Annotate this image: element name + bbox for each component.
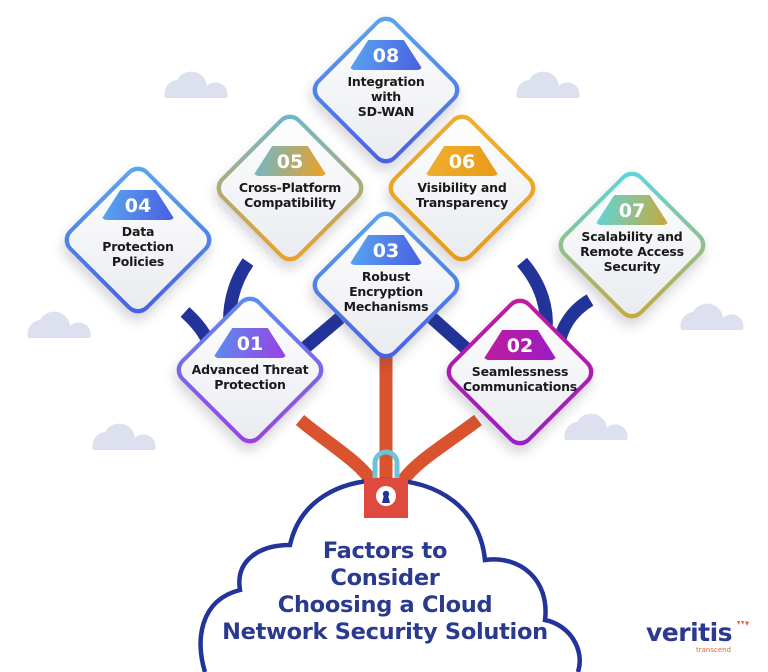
factor-label-line: Protection xyxy=(102,239,174,254)
title-line: Network Security Solution xyxy=(222,619,548,645)
veritis-logo: veritis transcend xyxy=(646,618,756,658)
brand-mark-icon xyxy=(737,621,749,626)
bg-cloud-icon xyxy=(164,71,228,98)
title-line: Choosing a Cloud xyxy=(277,592,493,618)
factor-label-line: Visibility and xyxy=(417,180,507,195)
factor-label-line: Scalability and xyxy=(581,229,683,244)
padlock-icon xyxy=(364,449,408,518)
factor-label-line: Policies xyxy=(111,254,165,269)
factor-label-line: Transparency xyxy=(415,195,509,210)
bg-cloud-icon xyxy=(564,413,628,440)
brand-tagline: transcend xyxy=(696,646,732,654)
factor-label-line: Advanced Threat xyxy=(191,362,309,377)
branch-connector xyxy=(295,313,345,357)
factor-label-line: Communications xyxy=(462,379,578,394)
branch-connector xyxy=(427,313,475,357)
title-line: Consider xyxy=(330,565,440,591)
factor-label-line: Compatibility xyxy=(244,195,336,210)
factor-label-line: Seamlessness xyxy=(471,364,569,379)
title-line: Factors to xyxy=(322,538,448,564)
trunk-connector xyxy=(396,414,482,486)
brand-name: veritis xyxy=(646,618,733,647)
bg-cloud-icon xyxy=(680,303,744,330)
factor-label-line: SD-WAN xyxy=(357,104,415,119)
factor-label-line: Protection xyxy=(214,377,286,392)
factor-label-line: Data xyxy=(121,224,155,239)
factor-label-line: with xyxy=(371,89,401,104)
bg-cloud-icon xyxy=(27,311,91,338)
factor-label-line: Robust xyxy=(361,269,411,284)
main-title: Factors to Consider Choosing a Cloud Net… xyxy=(200,538,570,646)
bg-cloud-icon xyxy=(92,423,156,450)
factor-label-line: Security xyxy=(603,259,661,274)
factor-label-line: Cross-Platform xyxy=(238,180,342,195)
factor-label-line: Mechanisms xyxy=(343,299,429,314)
trunk-connector xyxy=(295,415,378,486)
bg-cloud-icon xyxy=(516,71,580,98)
factor-label-line: Integration xyxy=(347,74,425,89)
factor-label-line: Remote Access xyxy=(580,244,684,259)
factor-label-line: Encryption xyxy=(349,284,423,299)
